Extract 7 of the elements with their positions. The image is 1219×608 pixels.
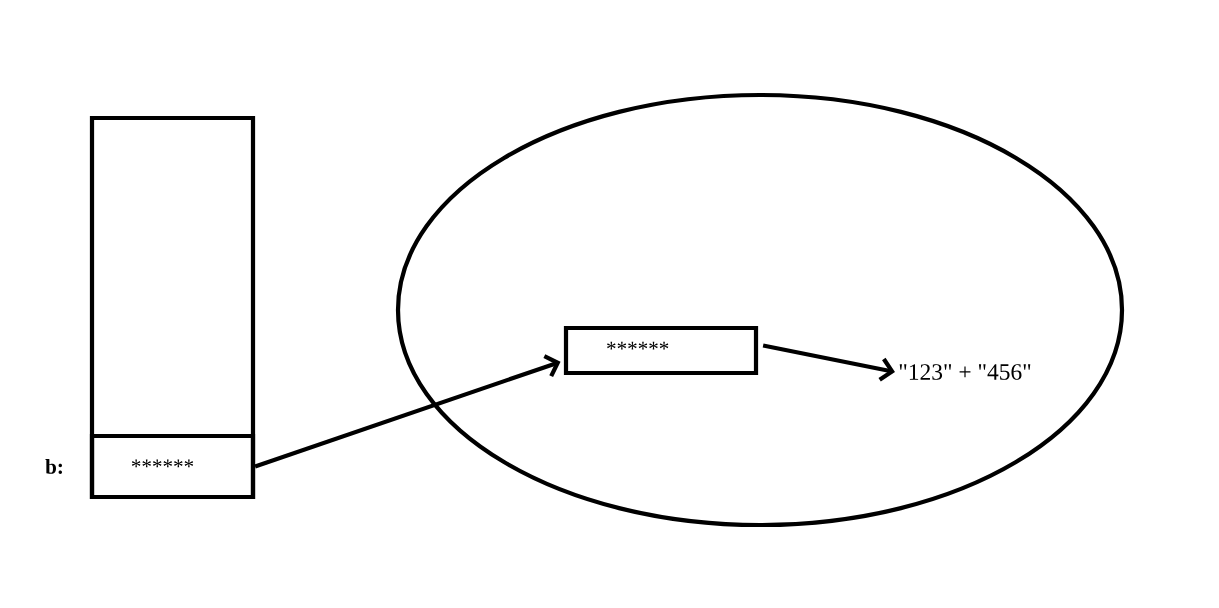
cell-label: b: — [45, 459, 62, 474]
arrow — [762, 343, 895, 382]
heap-ellipse — [395, 92, 1125, 528]
memory-cell: ****** — [89, 433, 256, 500]
string-text: "123" + "456" — [899, 364, 1031, 380]
object-box: ****** — [563, 325, 759, 376]
arrow — [254, 354, 561, 469]
